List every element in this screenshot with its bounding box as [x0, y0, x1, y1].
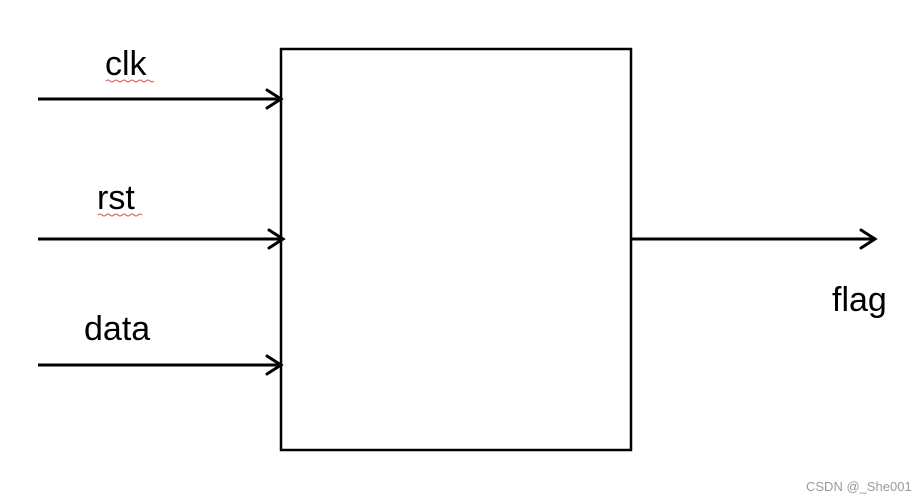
output-flag: flag	[631, 228, 887, 319]
clk-arrowhead	[265, 88, 284, 110]
clk-label: clk	[105, 45, 148, 83]
input-clk: clk	[38, 45, 284, 110]
clk-spellcheck-underline	[105, 79, 155, 83]
data-label: data	[84, 310, 150, 348]
flag-label: flag	[832, 281, 887, 319]
rst-arrowhead	[267, 228, 286, 250]
input-rst: rst	[38, 179, 286, 250]
watermark: CSDN @_She001	[806, 479, 912, 494]
rst-spellcheck-underline	[97, 213, 143, 217]
module-block	[279, 47, 633, 452]
data-arrowhead	[265, 354, 284, 376]
rst-label: rst	[97, 179, 135, 217]
flag-arrowhead	[859, 228, 878, 250]
input-data: data	[38, 310, 284, 376]
